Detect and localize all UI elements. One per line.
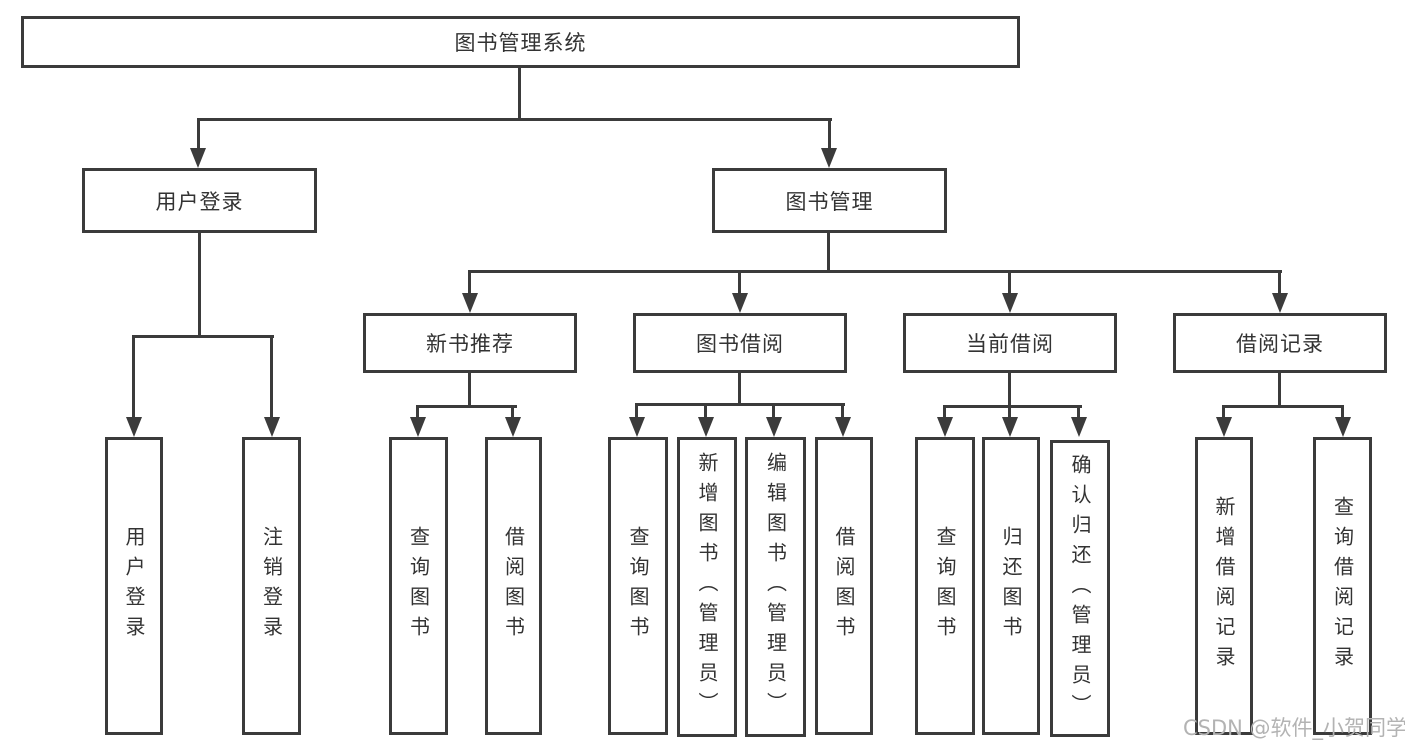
- leaf-query-books: 查询图书: [389, 437, 448, 735]
- connector-stem: [468, 270, 471, 295]
- arrow-down-icon: [410, 417, 426, 437]
- connector-stem: [1222, 405, 1225, 419]
- connector-stem: [1008, 405, 1011, 419]
- leaf-label: 归还图书: [999, 526, 1023, 646]
- connector-user-branch: [132, 335, 274, 338]
- connector-stem: [635, 403, 638, 419]
- leaf-borrow-books: 借阅图书: [815, 437, 873, 735]
- connector-stem: [1008, 270, 1011, 295]
- leaf-return-books: 归还图书: [982, 437, 1040, 735]
- node-label: 当前借阅: [966, 332, 1054, 356]
- node-new-book-recommend: 新书推荐: [363, 313, 577, 373]
- node-label: 图书管理: [785, 189, 874, 214]
- arrow-down-icon: [1002, 417, 1018, 437]
- connector-mgmt-trunk: [827, 233, 830, 273]
- connector-stem: [132, 335, 135, 417]
- leaf-label: 查询图书: [626, 526, 650, 646]
- connector-trunk: [1278, 373, 1281, 408]
- leaf-logout: 注销登录: [242, 437, 301, 735]
- arrow-down-icon: [1002, 293, 1018, 313]
- node-borrowing-records: 借阅记录: [1173, 313, 1387, 373]
- leaf-label: 用户登录: [122, 526, 146, 646]
- node-label: 新书推荐: [426, 332, 514, 356]
- arrow-down-icon: [835, 417, 851, 437]
- connector-branch: [943, 405, 1082, 408]
- leaf-confirm-return-admin: 确认归还（管理员）: [1050, 440, 1110, 737]
- arrow-down-icon: [1335, 417, 1351, 437]
- connector-stem: [1077, 405, 1080, 419]
- connector-level2-branch: [197, 118, 832, 121]
- leaf-label: 查询图书: [933, 526, 957, 646]
- arrow-down-icon: [264, 417, 280, 437]
- leaf-label: 新增借阅记录: [1212, 496, 1236, 676]
- leaf-label: 新增图书（管理员）: [695, 452, 719, 722]
- leaf-query-books: 查询图书: [915, 437, 975, 735]
- node-label: 图书借阅: [696, 332, 784, 356]
- node-label: 图书管理系统: [454, 31, 587, 55]
- node-book-management: 图书管理: [712, 168, 947, 233]
- connector-stem: [270, 335, 273, 417]
- node-label: 用户登录: [155, 189, 244, 214]
- connector-stem: [511, 405, 514, 419]
- arrow-down-icon: [462, 293, 478, 313]
- connector-trunk: [738, 373, 741, 406]
- leaf-label: 确认归还（管理员）: [1068, 453, 1092, 724]
- connector-stem: [704, 403, 707, 419]
- leaf-borrow-books: 借阅图书: [485, 437, 542, 735]
- connector-stem: [943, 405, 946, 419]
- leaf-query-borrow-record: 查询借阅记录: [1313, 437, 1372, 735]
- leaf-label: 借阅图书: [832, 526, 856, 646]
- leaf-user-login: 用户登录: [105, 437, 163, 735]
- leaf-label: 查询借阅记录: [1330, 496, 1355, 676]
- connector-stem: [772, 403, 775, 419]
- leaf-label: 注销登录: [259, 526, 284, 646]
- connector-branch: [416, 405, 517, 408]
- node-current-borrowing: 当前借阅: [903, 313, 1117, 373]
- connector-stem: [738, 270, 741, 295]
- arrow-down-icon: [126, 417, 142, 437]
- arrow-down-icon: [821, 148, 837, 168]
- connector-stem: [841, 403, 844, 419]
- node-label: 借阅记录: [1236, 332, 1324, 356]
- node-user-login: 用户登录: [82, 168, 317, 233]
- connector-branch: [1222, 405, 1344, 408]
- connector-level3-branch: [468, 270, 1282, 273]
- connector-trunk: [1008, 373, 1011, 408]
- leaf-edit-books-admin: 编辑图书（管理员）: [745, 437, 806, 737]
- node-book-borrowing: 图书借阅: [633, 313, 847, 373]
- connector-stem: [1341, 405, 1344, 419]
- connector-user-trunk: [198, 233, 201, 337]
- arrow-down-icon: [766, 417, 782, 437]
- node-library-system: 图书管理系统: [21, 16, 1020, 68]
- connector-stem-user-login: [197, 118, 200, 150]
- leaf-query-books: 查询图书: [608, 437, 668, 735]
- arrow-down-icon: [698, 417, 714, 437]
- leaf-add-borrow-record: 新增借阅记录: [1195, 437, 1253, 735]
- arrow-down-icon: [190, 148, 206, 168]
- arrow-down-icon: [732, 293, 748, 313]
- arrow-down-icon: [1272, 293, 1288, 313]
- leaf-add-books-admin: 新增图书（管理员）: [677, 437, 737, 737]
- arrow-down-icon: [937, 417, 953, 437]
- csdn-watermark: CSDN @软件_小贺同学: [1183, 716, 1405, 740]
- connector-stem: [1278, 270, 1281, 295]
- connector-root-trunk: [518, 68, 521, 120]
- arrow-down-icon: [629, 417, 645, 437]
- connector-branch: [635, 403, 845, 406]
- leaf-label: 编辑图书（管理员）: [763, 452, 788, 722]
- connector-stem-book-mgmt: [828, 118, 831, 150]
- connector-trunk: [468, 373, 471, 408]
- arrow-down-icon: [505, 417, 521, 437]
- connector-stem: [416, 405, 419, 419]
- arrow-down-icon: [1071, 417, 1087, 437]
- arrow-down-icon: [1216, 417, 1232, 437]
- leaf-label: 借阅图书: [501, 526, 526, 646]
- leaf-label: 查询图书: [406, 526, 431, 646]
